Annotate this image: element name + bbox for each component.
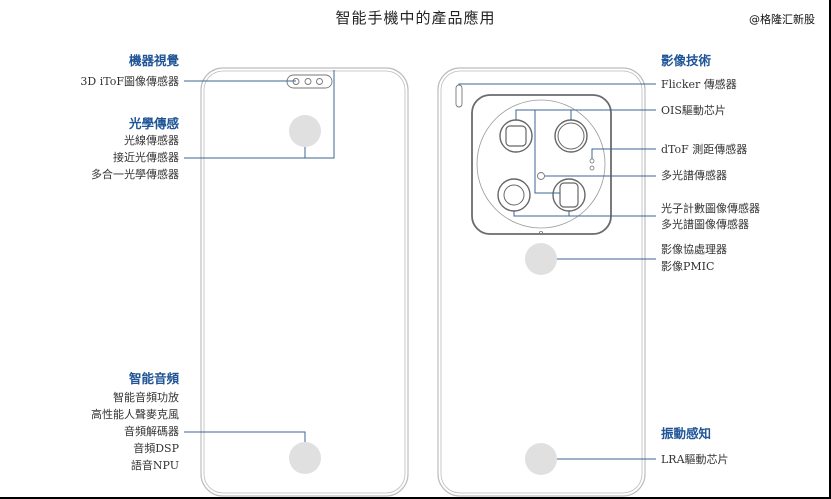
label-proximity-sensor: 接近光傳感器 (113, 151, 179, 164)
label-lra-driver: LRA驅動芯片 (661, 453, 729, 466)
label-voice-microphone: 高性能人聲麥克風 (91, 408, 179, 421)
camera-lens-bottom-right (552, 178, 586, 212)
label-image-pmic: 影像PMIC (661, 260, 715, 273)
label-voice-npu: 語音NPU (130, 459, 179, 472)
leader-ois-center (534, 110, 560, 194)
leader-ois (515, 109, 656, 120)
heading-haptics: 振動感知 (661, 426, 712, 441)
watermark: @格隆汇新股 (749, 13, 815, 26)
lra-chip-dot (525, 443, 557, 475)
audio-chip-dot (289, 442, 321, 474)
leader-proximity (184, 70, 335, 159)
label-audio-codec: 音頻解碼器 (124, 425, 179, 438)
leader-dtof (591, 148, 656, 159)
camera-ring (476, 99, 606, 229)
label-multispectral-sensor: 多光譜傳感器 (661, 169, 727, 182)
leader-flicker (458, 83, 656, 85)
label-photon-counting-sensor: 光子計數圖像傳感器 (661, 202, 760, 215)
label-multi-optical-sensor: 多合一光學傳感器 (91, 168, 179, 181)
label-itof-sensor: 3D iToF圖像傳感器 (80, 75, 179, 88)
heading-machine-vision: 機器視覺 (128, 53, 179, 68)
heading-optical-sensing: 光學傳感 (128, 116, 179, 131)
label-audio-dsp: 音頻DSP (133, 442, 179, 455)
mic-hole (539, 230, 544, 235)
label-flicker-sensor: Flicker 傳感器 (661, 78, 737, 91)
dtof-sensor (589, 158, 595, 171)
page-title: 智能手機中的產品應用 (335, 9, 496, 27)
leader-photon-count (513, 211, 656, 217)
label-audio-amplifier: 智能音頻功放 (113, 391, 179, 404)
heading-imaging-tech: 影像技術 (661, 53, 712, 68)
left-phone-outline (200, 67, 409, 497)
camera-lens-top-left (499, 119, 533, 153)
label-image-coprocessor: 影像協處理器 (661, 243, 727, 256)
label-ambient-light-sensor: 光線傳感器 (124, 134, 179, 147)
label-multispectral-image-sensor: 多光譜圖像傳感器 (661, 218, 749, 231)
right-phone-outline (437, 67, 646, 497)
optical-sensor-dot (289, 115, 321, 147)
label-dtof-sensor: dToF 測距傳感器 (661, 143, 748, 156)
camera-lens-bottom-left (497, 178, 531, 212)
flicker-sensor (455, 84, 463, 108)
image-processor-dot (525, 243, 557, 275)
heading-smart-audio: 智能音頻 (128, 371, 179, 386)
multispectral-sensor (537, 172, 545, 180)
camera-module (471, 94, 612, 235)
camera-lens-top-right (554, 119, 588, 153)
label-ois-driver: OIS驅動芯片 (661, 104, 726, 117)
leader-audio (184, 431, 306, 442)
